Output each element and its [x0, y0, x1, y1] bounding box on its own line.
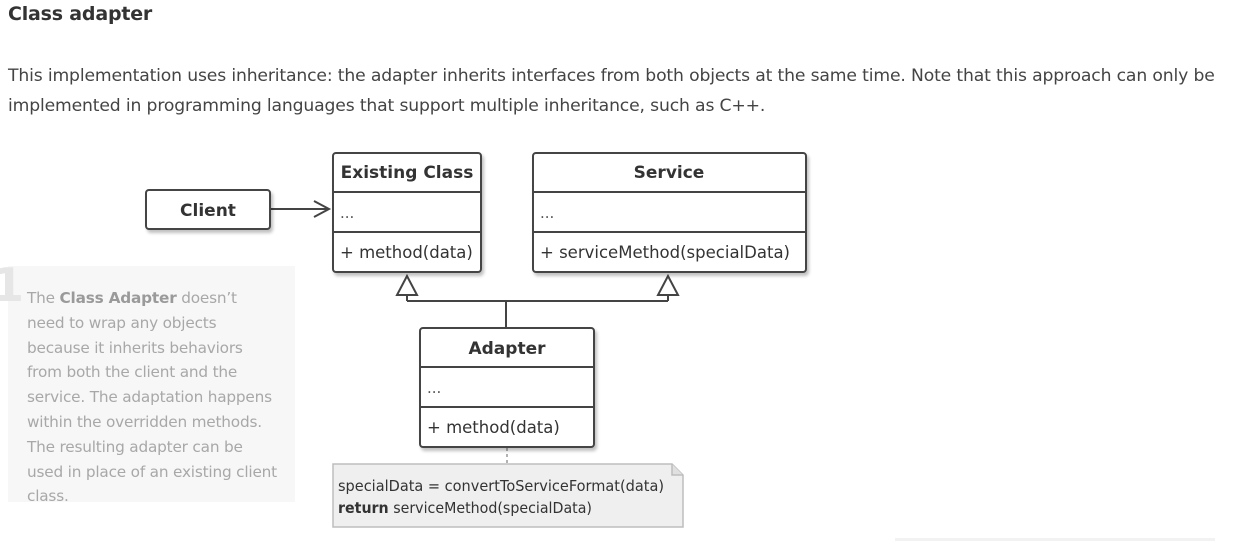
code-note — [332, 463, 684, 528]
callout-bold-term: Class Adapter — [59, 289, 177, 307]
adapter-fields: ... — [427, 379, 441, 397]
existing-class-title: Existing Class — [341, 163, 474, 183]
service-title: Service — [634, 163, 705, 183]
service-fields: ... — [540, 204, 554, 222]
adapter-box — [419, 327, 595, 448]
inheritance-connectors — [406, 295, 669, 328]
existing-class-fields: ... — [340, 204, 354, 222]
existing-class-method: + method(data) — [340, 243, 473, 262]
service-box — [532, 152, 807, 273]
adapter-title: Adapter — [468, 339, 546, 359]
inheritance-arrow-existing — [395, 273, 419, 296]
adapter-method: + method(data) — [427, 418, 560, 437]
code-note-line1: specialData = convertToServiceFormat(dat… — [338, 477, 664, 495]
inheritance-arrow-service — [656, 273, 680, 296]
page-edge-shadow — [895, 538, 1215, 541]
code-note-line2: return serviceMethod(specialData) — [338, 499, 592, 517]
code-return-keyword: return — [338, 499, 389, 517]
callout-text: The Class Adapter doesn’t need to wrap a… — [27, 289, 277, 506]
service-method: + serviceMethod(specialData) — [540, 243, 790, 262]
client-label: Client — [180, 201, 236, 221]
client-box — [145, 189, 271, 230]
existing-class-box — [332, 152, 482, 273]
client-association-arrow — [270, 200, 332, 218]
callout-box — [8, 266, 295, 502]
section-heading: Class adapter — [8, 3, 153, 25]
callout-number: 1 — [0, 258, 25, 312]
intro-paragraph: This implementation uses inheritance: th… — [8, 66, 1215, 116]
